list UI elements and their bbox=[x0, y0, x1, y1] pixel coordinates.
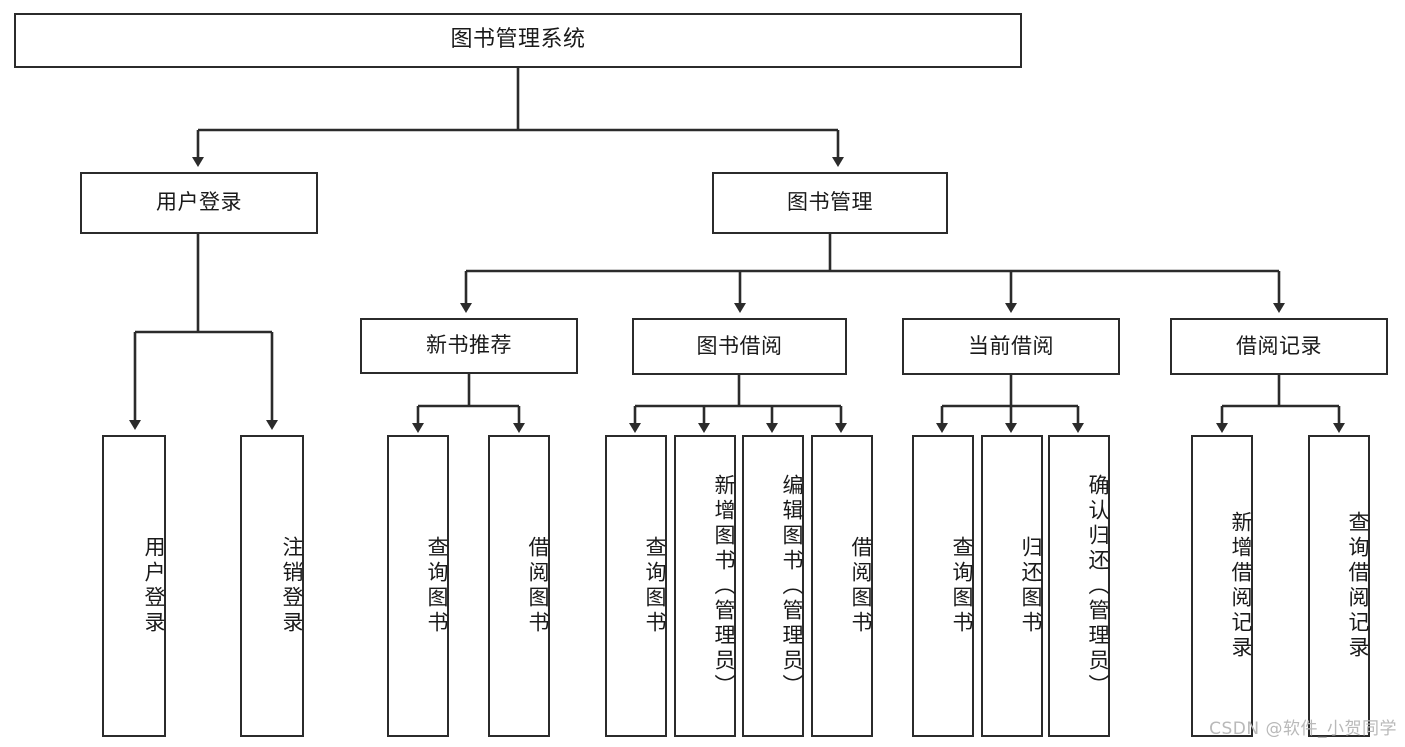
leaf-borrow-book-2[interactable]: 借阅图书 bbox=[811, 435, 873, 737]
node-label: 借阅记录 bbox=[1236, 333, 1322, 358]
node-label: 图书管理 bbox=[787, 190, 873, 215]
leaf-add-record[interactable]: 新增借阅记录 bbox=[1191, 435, 1253, 737]
leaf-logout[interactable]: 注销登录 bbox=[240, 435, 304, 737]
node-label: 借阅图书 bbox=[526, 536, 550, 636]
leaf-add-book[interactable]: 新增图书（管理员） bbox=[674, 435, 736, 737]
node-borrow-record[interactable]: 借阅记录 bbox=[1170, 318, 1388, 375]
node-label: 图书管理系统 bbox=[450, 27, 586, 53]
node-label: 新增图书（管理员） bbox=[712, 473, 736, 699]
node-book-borrow[interactable]: 图书借阅 bbox=[632, 318, 847, 375]
leaf-borrow-book-1[interactable]: 借阅图书 bbox=[488, 435, 550, 737]
node-label: 确认归还（管理员） bbox=[1086, 473, 1110, 699]
node-label: 注销登录 bbox=[280, 536, 304, 636]
node-label: 当前借阅 bbox=[968, 333, 1054, 358]
node-label: 编辑图书（管理员） bbox=[780, 473, 804, 699]
node-label: 查询图书 bbox=[950, 536, 974, 636]
node-label: 借阅图书 bbox=[849, 536, 873, 636]
node-label: 用户登录 bbox=[142, 536, 166, 636]
node-current-borrow[interactable]: 当前借阅 bbox=[902, 318, 1120, 375]
node-new-book-recommend[interactable]: 新书推荐 bbox=[360, 318, 578, 374]
node-label: 归还图书 bbox=[1019, 536, 1043, 636]
leaf-confirm-return[interactable]: 确认归还（管理员） bbox=[1048, 435, 1110, 737]
leaf-return-book[interactable]: 归还图书 bbox=[981, 435, 1043, 737]
node-label: 新增借阅记录 bbox=[1229, 511, 1253, 661]
leaf-query-book-3[interactable]: 查询图书 bbox=[912, 435, 974, 737]
node-root-system[interactable]: 图书管理系统 bbox=[14, 13, 1022, 68]
node-label: 查询图书 bbox=[425, 536, 449, 636]
node-book-manage[interactable]: 图书管理 bbox=[712, 172, 948, 234]
leaf-query-record[interactable]: 查询借阅记录 bbox=[1308, 435, 1370, 737]
node-label: 图书借阅 bbox=[696, 333, 783, 358]
node-user-login[interactable]: 用户登录 bbox=[80, 172, 318, 234]
leaf-query-book-1[interactable]: 查询图书 bbox=[387, 435, 449, 737]
csdn-watermark: CSDN @软件_小贺同学 bbox=[1209, 719, 1397, 739]
leaf-edit-book[interactable]: 编辑图书（管理员） bbox=[742, 435, 804, 737]
node-label: 查询借阅记录 bbox=[1346, 511, 1370, 661]
node-label: 新书推荐 bbox=[426, 333, 512, 358]
node-label: 查询图书 bbox=[643, 536, 667, 636]
node-label: 用户登录 bbox=[156, 190, 242, 215]
leaf-user-login[interactable]: 用户登录 bbox=[102, 435, 166, 737]
leaf-query-book-2[interactable]: 查询图书 bbox=[605, 435, 667, 737]
